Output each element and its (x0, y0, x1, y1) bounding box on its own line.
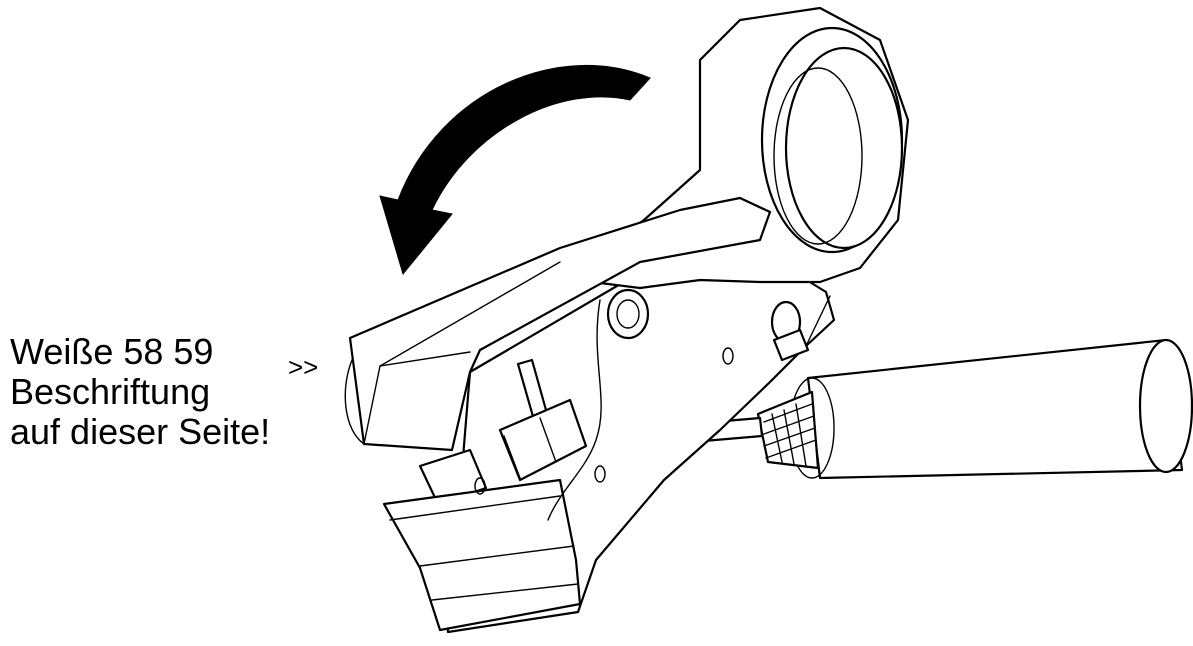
tool-body (344, 6, 910, 634)
coax-cable (688, 338, 1193, 480)
pivot-screw-upper (606, 288, 650, 340)
blade-guide (418, 448, 488, 506)
pointer-arrow-icon: >> (288, 352, 319, 382)
rotation-arrow-icon (379, 64, 651, 276)
label-line-2: Beschriftung (10, 371, 211, 412)
label-text-block: Weiße 58 59 Beschriftung auf dieser Seit… (10, 332, 270, 452)
label-line-3: auf dieser Seite! (10, 411, 271, 452)
label-line-1: Weiße 58 59 (10, 331, 214, 372)
